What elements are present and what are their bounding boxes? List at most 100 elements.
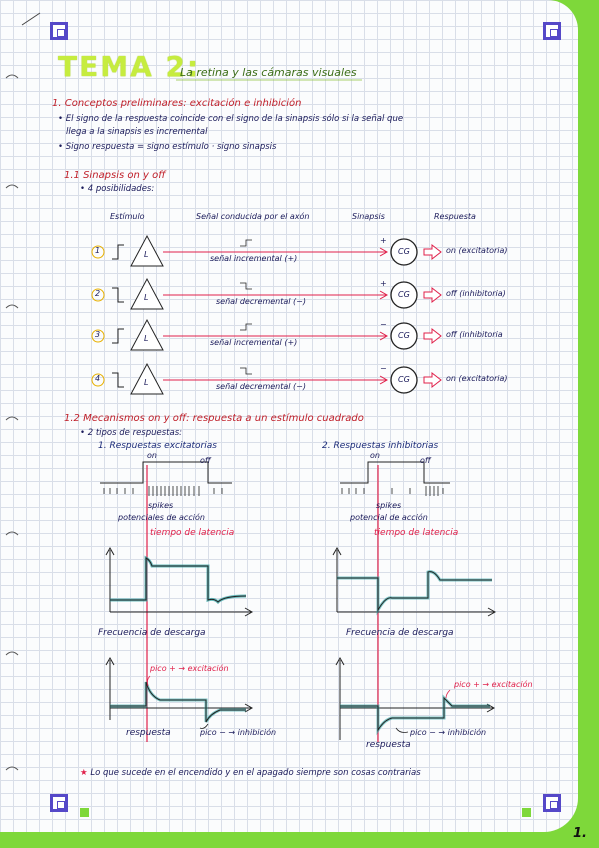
synapse-sign: − xyxy=(380,364,387,373)
left-stimulus-trace xyxy=(100,461,232,484)
bullet-text: Signo respuesta = signo estímulo · signo… xyxy=(65,142,277,152)
synapse-sign: + xyxy=(380,279,387,288)
right-response-label: respuesta xyxy=(366,740,411,750)
right-stimulus-trace xyxy=(340,461,450,484)
left-off-label: off xyxy=(200,456,211,465)
left-on-label: on xyxy=(147,451,157,460)
right-spikes-label: spikes xyxy=(376,501,402,510)
left-frequency-highlight xyxy=(110,555,247,605)
right-response-axes xyxy=(335,656,496,740)
cell-triangle-icon xyxy=(130,318,164,351)
section-1-bullet-2: • Signo respuesta = signo estímulo · sig… xyxy=(58,142,277,152)
right-frequency-highlight xyxy=(337,570,492,616)
green-square-bottom-right xyxy=(522,808,531,817)
ring-icon xyxy=(5,651,19,656)
cell-label: L xyxy=(144,250,149,259)
corner-mark-bottom-right-icon xyxy=(543,794,561,812)
cell-label: L xyxy=(144,334,149,343)
ring-icon xyxy=(5,531,19,536)
peak-neg-arrow-icon xyxy=(395,727,409,733)
page-title: TEMA 2: xyxy=(58,50,201,83)
ganglion-cell-icon xyxy=(390,322,418,350)
row-number-circle xyxy=(91,373,105,387)
left-panel-label: 1. Respuestas excitatorias xyxy=(98,441,217,451)
synapse-sign: + xyxy=(380,236,387,245)
left-frequency-axes xyxy=(105,546,254,617)
right-frequency-label: Frecuencia de descarga xyxy=(346,628,454,638)
arrow-head-icon xyxy=(379,290,389,300)
response-label: off (inhibitoria xyxy=(446,330,503,339)
signal-step-icon xyxy=(240,323,252,331)
cell-triangle-icon xyxy=(130,277,164,310)
section-1-bullet-1-cont: llega a la sinapsis es incremental xyxy=(66,127,208,137)
grid-paper xyxy=(0,0,578,832)
bullet-text: 2 tipos de respuestas: xyxy=(87,428,183,438)
row-number: 2 xyxy=(95,289,101,298)
target-label: CG xyxy=(398,331,410,340)
section-1-1-bullet: • 4 posibilidades: xyxy=(80,184,155,194)
arrow-head-icon xyxy=(379,331,389,341)
left-spikes-label: spikes xyxy=(148,501,174,510)
cell-label: L xyxy=(144,293,149,302)
target-label: CG xyxy=(398,375,410,384)
right-on-label: on xyxy=(370,451,380,460)
bullet-text: El signo de la respuesta coincide con el… xyxy=(65,114,404,124)
left-spike-train xyxy=(103,486,223,496)
signal-step-icon xyxy=(240,282,252,290)
corner-mark-top-right-icon xyxy=(543,22,561,40)
footer-note: ★ Lo que sucede en el encendido y en el … xyxy=(80,768,421,778)
left-response-highlight xyxy=(110,681,246,723)
target-label: CG xyxy=(398,247,410,256)
ganglion-cell-icon xyxy=(390,238,418,266)
stimulus-step-icon xyxy=(112,244,124,260)
cell-triangle-icon xyxy=(130,234,164,267)
footer-note-text: Lo que sucede en el encendido y en el ap… xyxy=(90,768,421,778)
row-number-circle xyxy=(91,245,105,259)
synapse-row-2 xyxy=(91,277,442,310)
signal-step-icon xyxy=(240,239,252,247)
response-arrow-icon xyxy=(423,327,442,345)
right-off-label: off xyxy=(420,456,431,465)
target-label: CG xyxy=(398,290,410,299)
arrow-head-icon xyxy=(379,247,389,257)
row-number-circle xyxy=(91,288,105,302)
synapse-rows xyxy=(91,234,442,395)
ring-icon xyxy=(5,74,19,79)
pencil-stroke xyxy=(21,12,41,26)
right-peak-label: pico + → excitación xyxy=(454,680,533,689)
left-peak-label: pico + → excitación xyxy=(150,664,229,673)
arrow-head-icon xyxy=(379,375,389,385)
corner-mark-top-left-icon xyxy=(50,22,68,40)
right-frequency-curve xyxy=(337,571,492,612)
right-spike-train xyxy=(341,486,444,496)
signal-label: señal incremental (+) xyxy=(210,254,298,263)
ring-icon xyxy=(5,184,19,189)
column-header-synapse: Sinapsis xyxy=(352,212,385,221)
response-label: on (excitatoria) xyxy=(446,374,508,383)
response-label: on (excitatoria) xyxy=(446,246,508,255)
section-1-heading: 1. Conceptos preliminares: excitación e … xyxy=(52,98,302,109)
ring-icon xyxy=(5,304,19,309)
right-peak-neg-label: pico − → inhibición xyxy=(410,728,487,737)
green-square-bottom-left xyxy=(80,808,89,817)
left-frequency-label: Frecuencia de descarga xyxy=(98,628,206,638)
peak-arrow-icon xyxy=(146,675,151,687)
left-response-label: respuesta xyxy=(126,728,171,738)
cell-triangle-icon xyxy=(130,362,164,395)
response-arrow-icon xyxy=(423,371,442,389)
signal-label: señal decremental (−) xyxy=(216,382,306,391)
page-number: 1. xyxy=(573,826,587,841)
section-1-2-bullet: • 2 tipos de respuestas: xyxy=(80,428,183,438)
right-response-curve xyxy=(340,696,490,732)
column-header-signal: Señal conducida por el axón xyxy=(196,212,310,221)
ring-icon xyxy=(5,416,19,421)
left-frequency-curve xyxy=(110,557,247,603)
section-1-2-heading: 1.2 Mecanismos on y off: respuesta a un … xyxy=(64,413,364,424)
row-number: 4 xyxy=(95,374,101,383)
row-number-circle xyxy=(91,329,105,343)
right-frequency-axes xyxy=(332,546,497,617)
stimulus-step-icon xyxy=(112,287,124,303)
peak-neg-arrow-icon xyxy=(199,723,209,729)
